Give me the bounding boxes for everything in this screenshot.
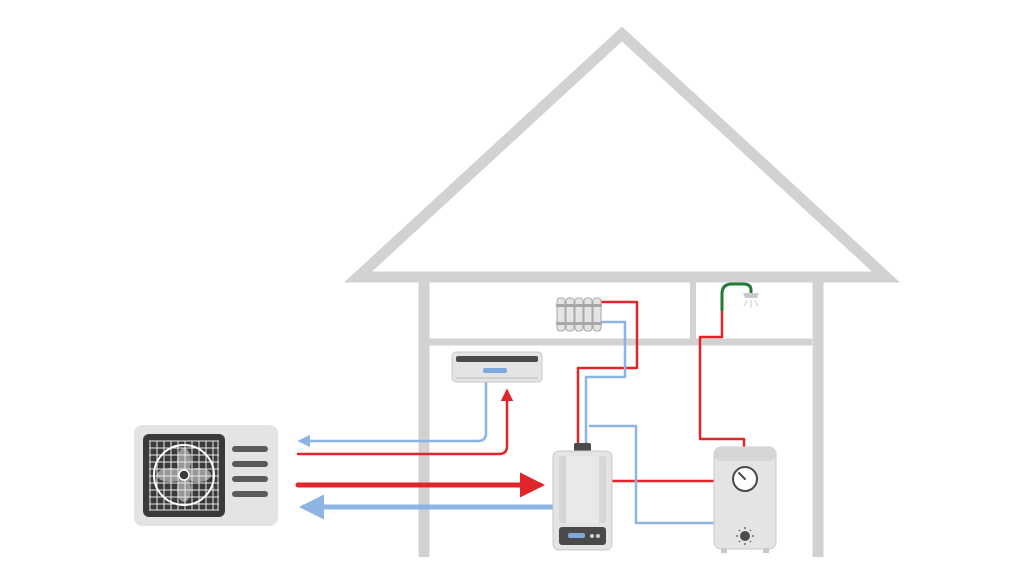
air-conditioner-icon: [451, 351, 543, 383]
house-outline: [343, 26, 901, 557]
outdoor-heat-pump-unit: [134, 425, 278, 526]
pipe-hot-cylinder-to-shower: [698, 306, 746, 449]
outdoor-unit-vents: [232, 446, 268, 497]
boiler-unit: [552, 443, 613, 551]
pipe-hot-boiler-to-radiator: [576, 300, 639, 450]
hot-water-cylinder: [713, 446, 777, 553]
shower-head-icon: [743, 293, 759, 308]
pipe-shower-riser: [720, 282, 753, 312]
shower: [743, 293, 759, 308]
radiator-icon: [556, 297, 602, 332]
radiator: [556, 297, 602, 332]
pipe-cold-radiator-to-boiler: [584, 320, 627, 450]
pipe-cold-ac-to-outdoor: [297, 381, 488, 448]
pipe-hot-outdoor-to-ac: [296, 388, 514, 456]
pipe-cold-cylinder-to-boiler: [588, 424, 716, 525]
heat-pump-fan-icon: [143, 434, 225, 517]
thermostat-knob-icon: [736, 527, 754, 545]
water-tank-icon: [713, 446, 777, 553]
boiler-icon: [552, 443, 613, 551]
indoor-ac-unit: [451, 351, 543, 383]
house-roof: [343, 26, 901, 283]
pipes: [295, 282, 753, 525]
